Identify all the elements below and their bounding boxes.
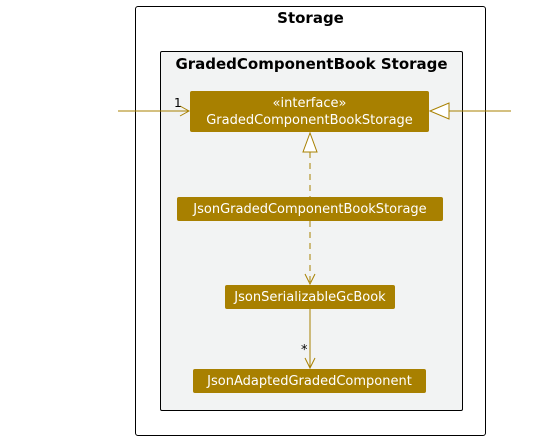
incoming-multiplicity-label: 1	[174, 96, 182, 110]
incoming-association-arrowhead	[179, 105, 191, 117]
json-serializable-gc-book-node[interactable]: JsonSerializableGcBook	[225, 285, 395, 309]
storage-package-title: Storage	[277, 9, 344, 27]
interface-name: GradedComponentBookStorage	[206, 112, 413, 128]
adapted-component-label: JsonAdaptedGradedComponent	[207, 373, 412, 389]
right-realization-arrowhead	[428, 102, 450, 120]
serializable-dependency-arrowhead	[304, 273, 316, 286]
graded-component-book-storage-interface-node[interactable]: «interface» GradedComponentBookStorage	[190, 91, 429, 132]
json-graded-component-book-storage-node[interactable]: JsonGradedComponentBookStorage	[177, 197, 443, 221]
adapted-multiplicity-label: *	[301, 343, 308, 358]
graded-component-book-storage-package-title: GradedComponentBook Storage	[175, 55, 448, 73]
interface-stereotype: «interface»	[272, 95, 347, 111]
json-storage-realization-arrowhead	[302, 131, 318, 153]
json-adapted-graded-component-node[interactable]: JsonAdaptedGradedComponent	[193, 369, 426, 393]
adapted-association-arrowhead	[304, 357, 316, 370]
json-storage-label: JsonGradedComponentBookStorage	[193, 201, 427, 217]
serializable-book-label: JsonSerializableGcBook	[234, 289, 386, 305]
